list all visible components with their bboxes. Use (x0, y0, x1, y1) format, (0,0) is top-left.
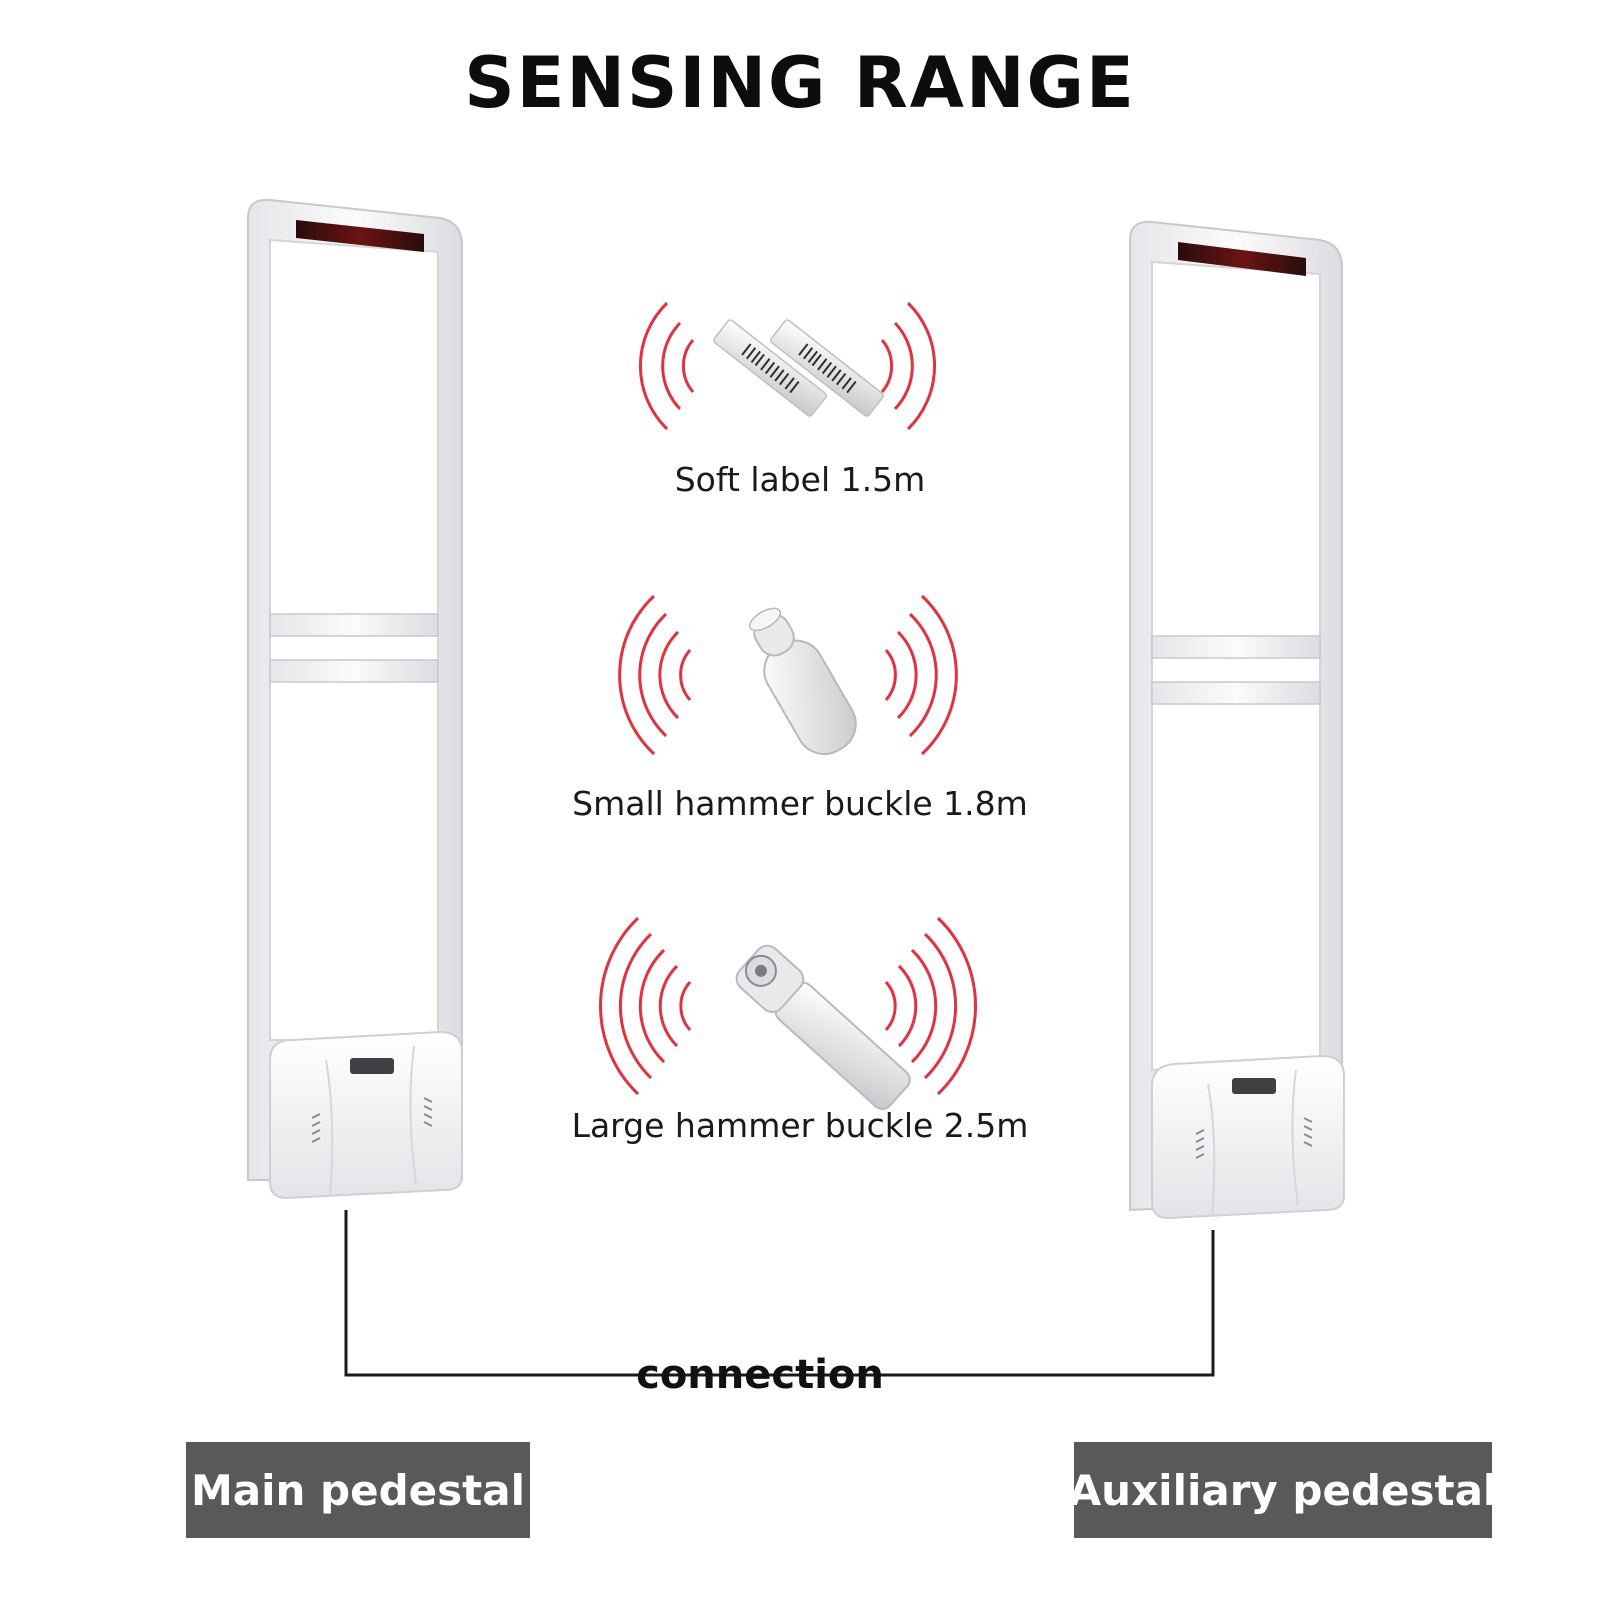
alarm-light-display (1178, 242, 1306, 276)
connection-wire (344, 1210, 1215, 1377)
status-indicator (1232, 1078, 1276, 1094)
signal-waves-large-hammer (598, 916, 978, 1096)
tag-label-large-hammer-buckle: Large hammer buckle 2.5m (571, 1106, 1029, 1145)
signal-waves-small-hammer (618, 594, 958, 756)
tag-label-soft-label: Soft label 1.5m (674, 460, 926, 499)
small-hammer-buckle-icon (748, 607, 857, 756)
main-pedestal (247, 198, 463, 1200)
large-hammer-buckle-icon (735, 944, 911, 1111)
main-pedestal-base (269, 1030, 463, 1200)
status-indicator (350, 1058, 394, 1074)
page-title: SENSING RANGE (464, 42, 1136, 124)
alarm-light-display (296, 220, 424, 252)
connection-label: connection (636, 1352, 884, 1398)
main-pedestal-label: Main pedestal (186, 1442, 530, 1538)
soft-label-icon (712, 319, 885, 417)
auxiliary-pedestal (1129, 220, 1345, 1220)
auxiliary-pedestal-label: Auxiliary pedestal (1069, 1442, 1497, 1538)
auxiliary-pedestal-base (1151, 1054, 1345, 1220)
signal-waves-soft-label (638, 301, 937, 431)
tag-label-small-hammer-buckle: Small hammer buckle 1.8m (572, 784, 1028, 823)
